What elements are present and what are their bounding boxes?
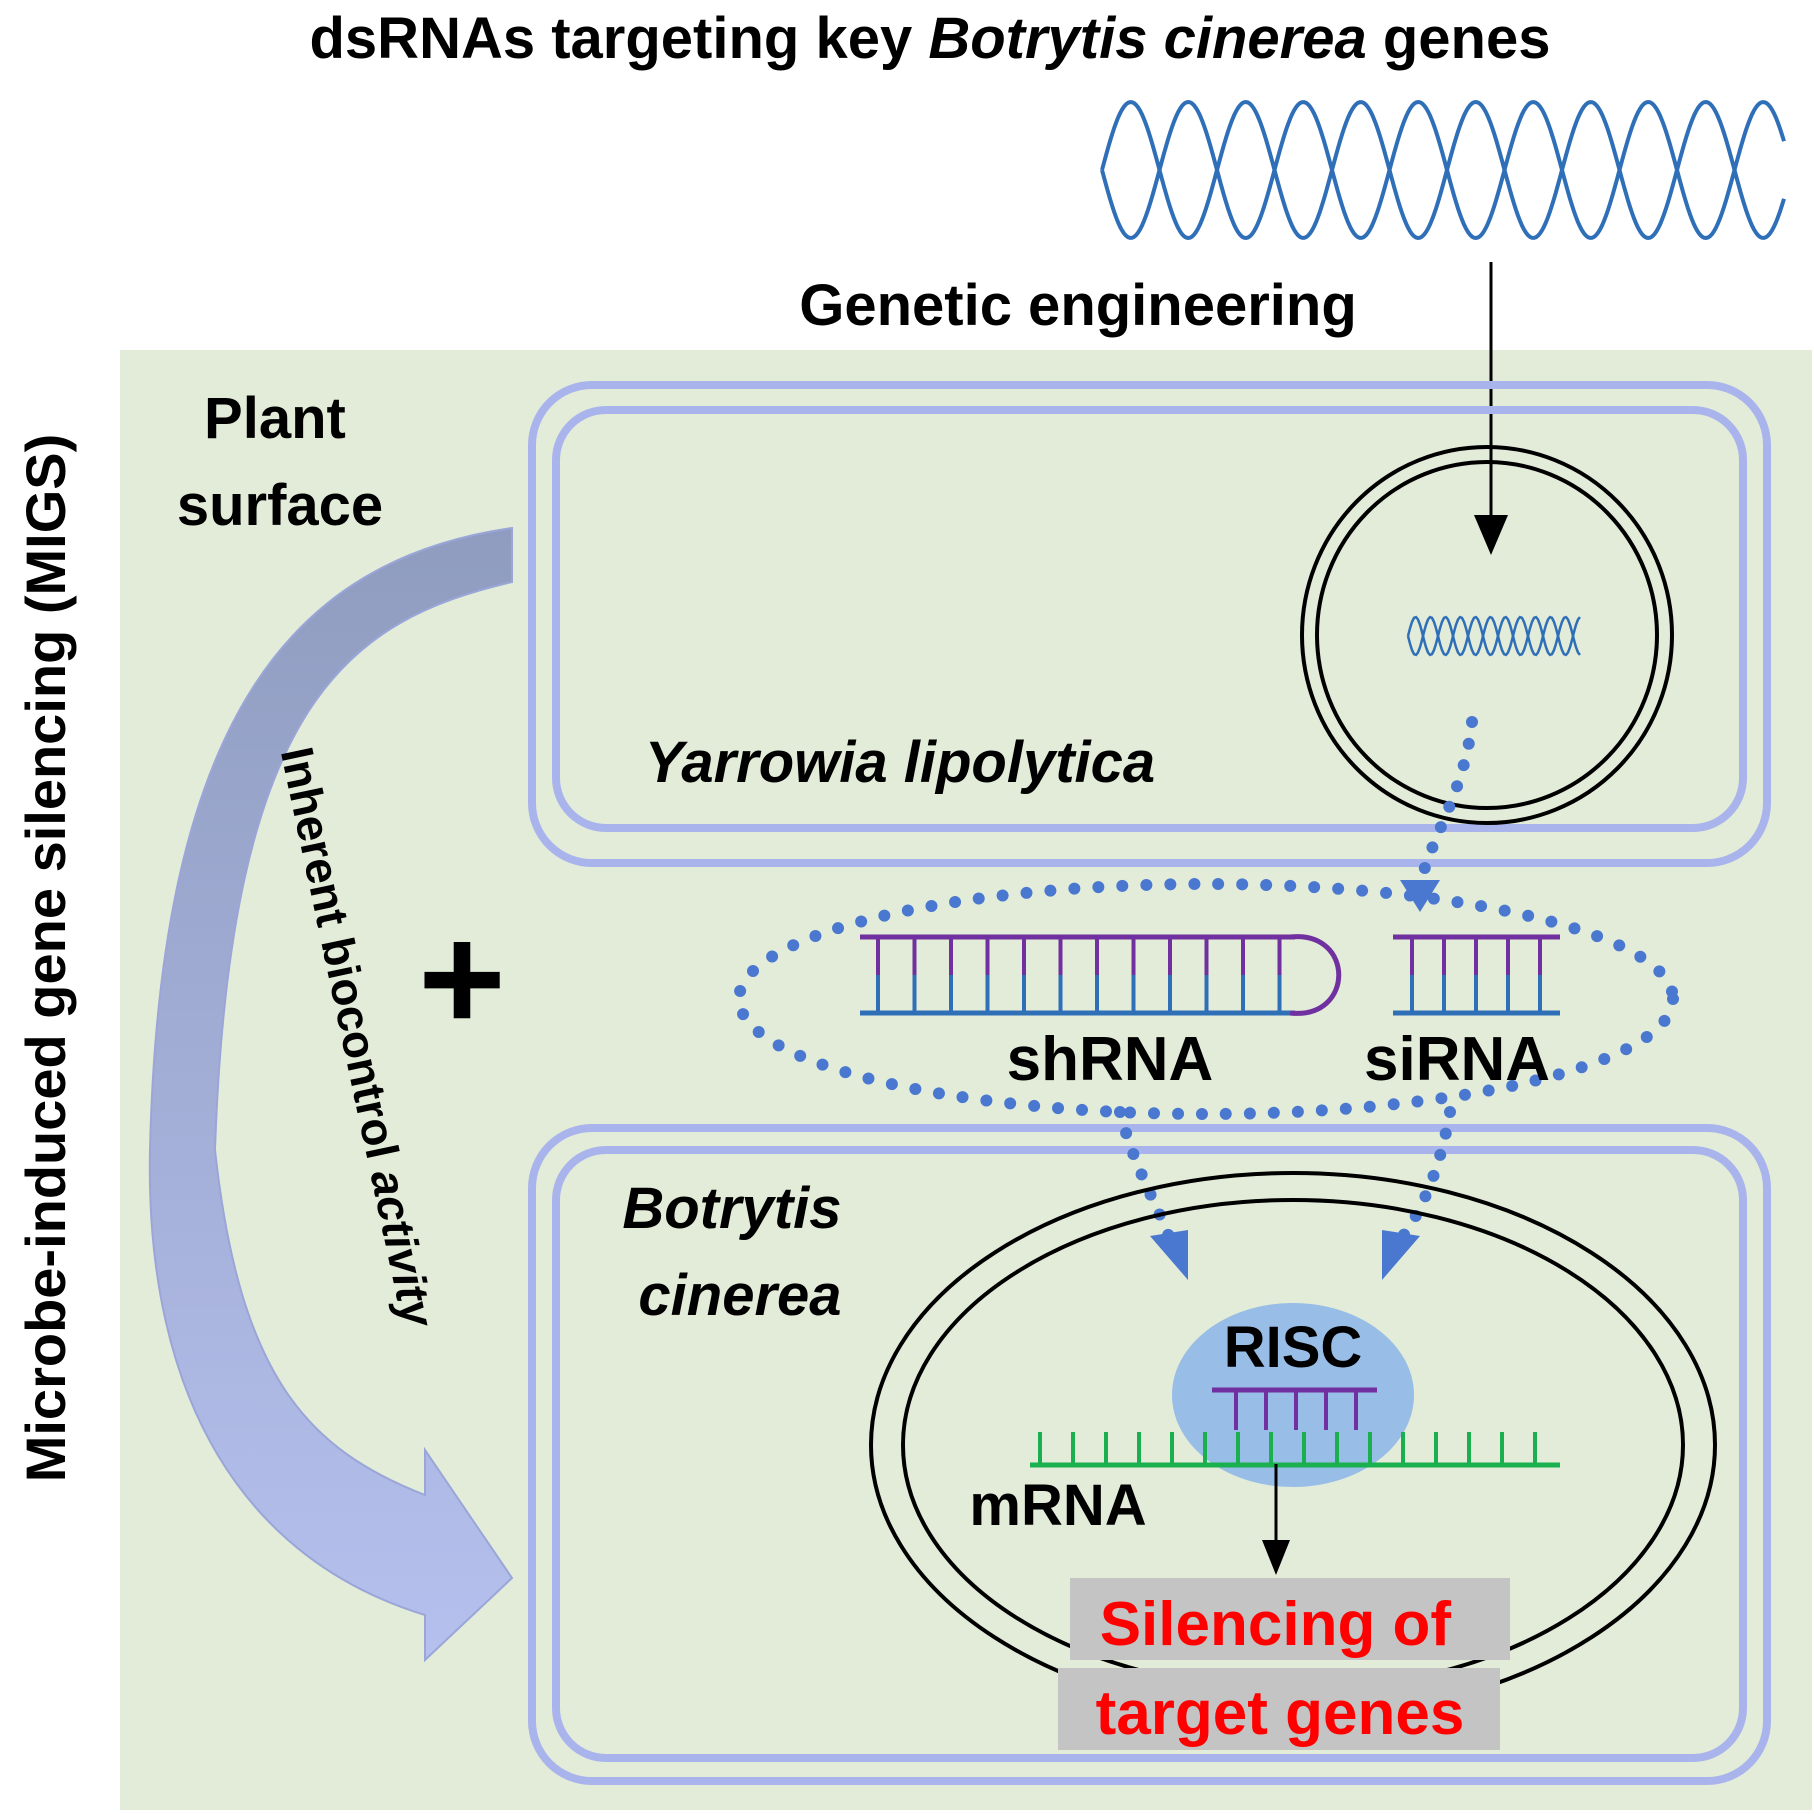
genetic-engineering-arrowhead — [1474, 515, 1508, 555]
dotted-arrow-nucleus-to-ellipse — [1414, 716, 1478, 891]
dsrna-helix-icon — [1100, 99, 1786, 241]
helix-strand — [1406, 615, 1581, 657]
sirna-label: siRNA — [1364, 1025, 1550, 1094]
helix-strand — [1100, 99, 1786, 241]
risc-label: RISC — [1224, 1315, 1363, 1380]
guide-strand-icon — [1212, 1387, 1377, 1430]
yarrowia-cell-inner-wall — [552, 406, 1747, 832]
plus-sign: + — [418, 894, 506, 1062]
silencing-bg-line2 — [1058, 1668, 1500, 1750]
yarrowia-cell-outer-wall — [528, 381, 1771, 867]
dotted-arrowhead-sirna — [1382, 1230, 1420, 1280]
dotted-arrow-sirna-to-nucleus — [1394, 1106, 1456, 1246]
risc-complex — [1172, 1303, 1414, 1487]
biocontrol-arrow — [148, 526, 514, 1663]
mrna-strand-icon — [1030, 1432, 1560, 1468]
shrna-hairpin-loop — [1289, 934, 1342, 1016]
dotted-arrowhead-top — [1400, 880, 1440, 912]
yarrowia-label: Yarrowia lipolytica — [645, 730, 1155, 795]
yarrowia-nucleus-outer — [1300, 445, 1674, 825]
silencing-label: Silencing of target genes — [1096, 1590, 1469, 1748]
silencing-bg-line1 — [1070, 1578, 1510, 1660]
migs-label: Microbe-induced gene silencing (MIGS) — [14, 434, 77, 1483]
sirna-icon — [1393, 934, 1560, 1016]
plant-surface-label: Plant surface — [177, 386, 383, 538]
helix-strand — [1100, 99, 1786, 241]
botrytis-cell-inner-wall — [552, 1146, 1747, 1762]
botrytis-cell-outer-wall — [528, 1124, 1771, 1785]
mrna-label: mRNA — [969, 1473, 1146, 1538]
shrna-icon — [860, 934, 1342, 1016]
dotted-arrow-shrna-to-nucleus — [1114, 1106, 1176, 1246]
diagram-title: dsRNAs targeting key Botrytis cinerea ge… — [310, 6, 1551, 71]
yarrowia-nucleus-inner — [1315, 460, 1659, 810]
black-arrowhead — [1262, 1540, 1290, 1575]
helix-strand — [1406, 615, 1581, 657]
genetic-engineering-label: Genetic engineering — [799, 273, 1357, 338]
rna-ellipse-dotted — [733, 878, 1679, 1120]
small-dsrna-icon — [1406, 615, 1581, 657]
shrna-label: shRNA — [1007, 1025, 1214, 1094]
dotted-arrowhead-shrna — [1150, 1230, 1188, 1280]
botrytis-label: Botrytis cinerea — [622, 1176, 857, 1328]
